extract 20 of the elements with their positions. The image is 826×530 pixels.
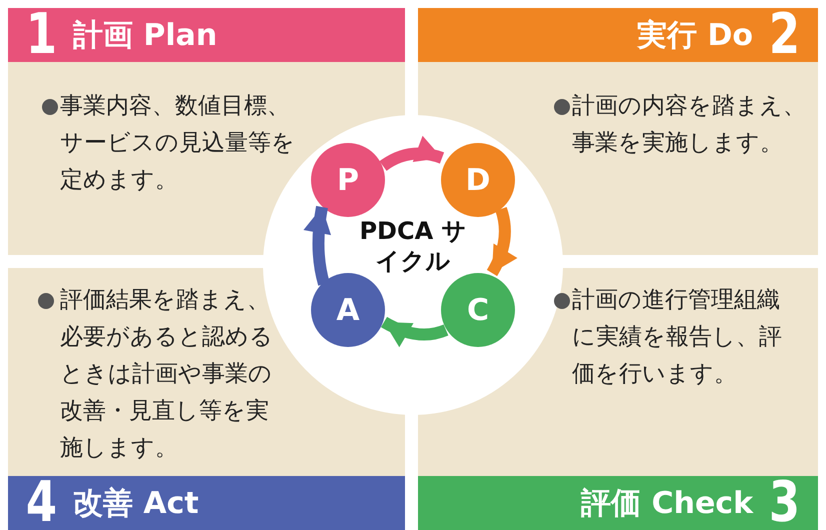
cycle-arrow [381,316,448,347]
step-number: 4 [26,476,58,530]
heading-text: 計画 Plan [72,16,218,54]
heading-text: 実行 Do [637,16,754,54]
description-text: 事業内容、数値目標、サービスの見込量等を定めます。 [60,92,296,195]
step-circle: A [311,273,385,347]
step-number: 3 [768,476,800,530]
step-number: 2 [768,8,800,62]
step-circle: D [441,143,515,217]
step-number: 1 [26,8,58,62]
cycle-label: PDCA サイクル [358,216,468,276]
description-text: 計画の進行管理組織に実績を報告し、評価を行います。 [572,286,783,389]
step-circle: P [311,143,385,217]
step-circle: C [441,273,515,347]
description-text: 評価結果を踏まえ、必要があると認めるときは計画や事業の改善・見直し等を実施します。 [60,286,274,463]
heading-text: 評価 Check [581,484,754,522]
cycle-arrow [380,136,444,171]
description-text: 計画の内容を踏まえ、事業を実施します。 [572,92,807,158]
heading-text: 改善 Act [72,484,199,522]
cycle-arrow [304,206,332,286]
